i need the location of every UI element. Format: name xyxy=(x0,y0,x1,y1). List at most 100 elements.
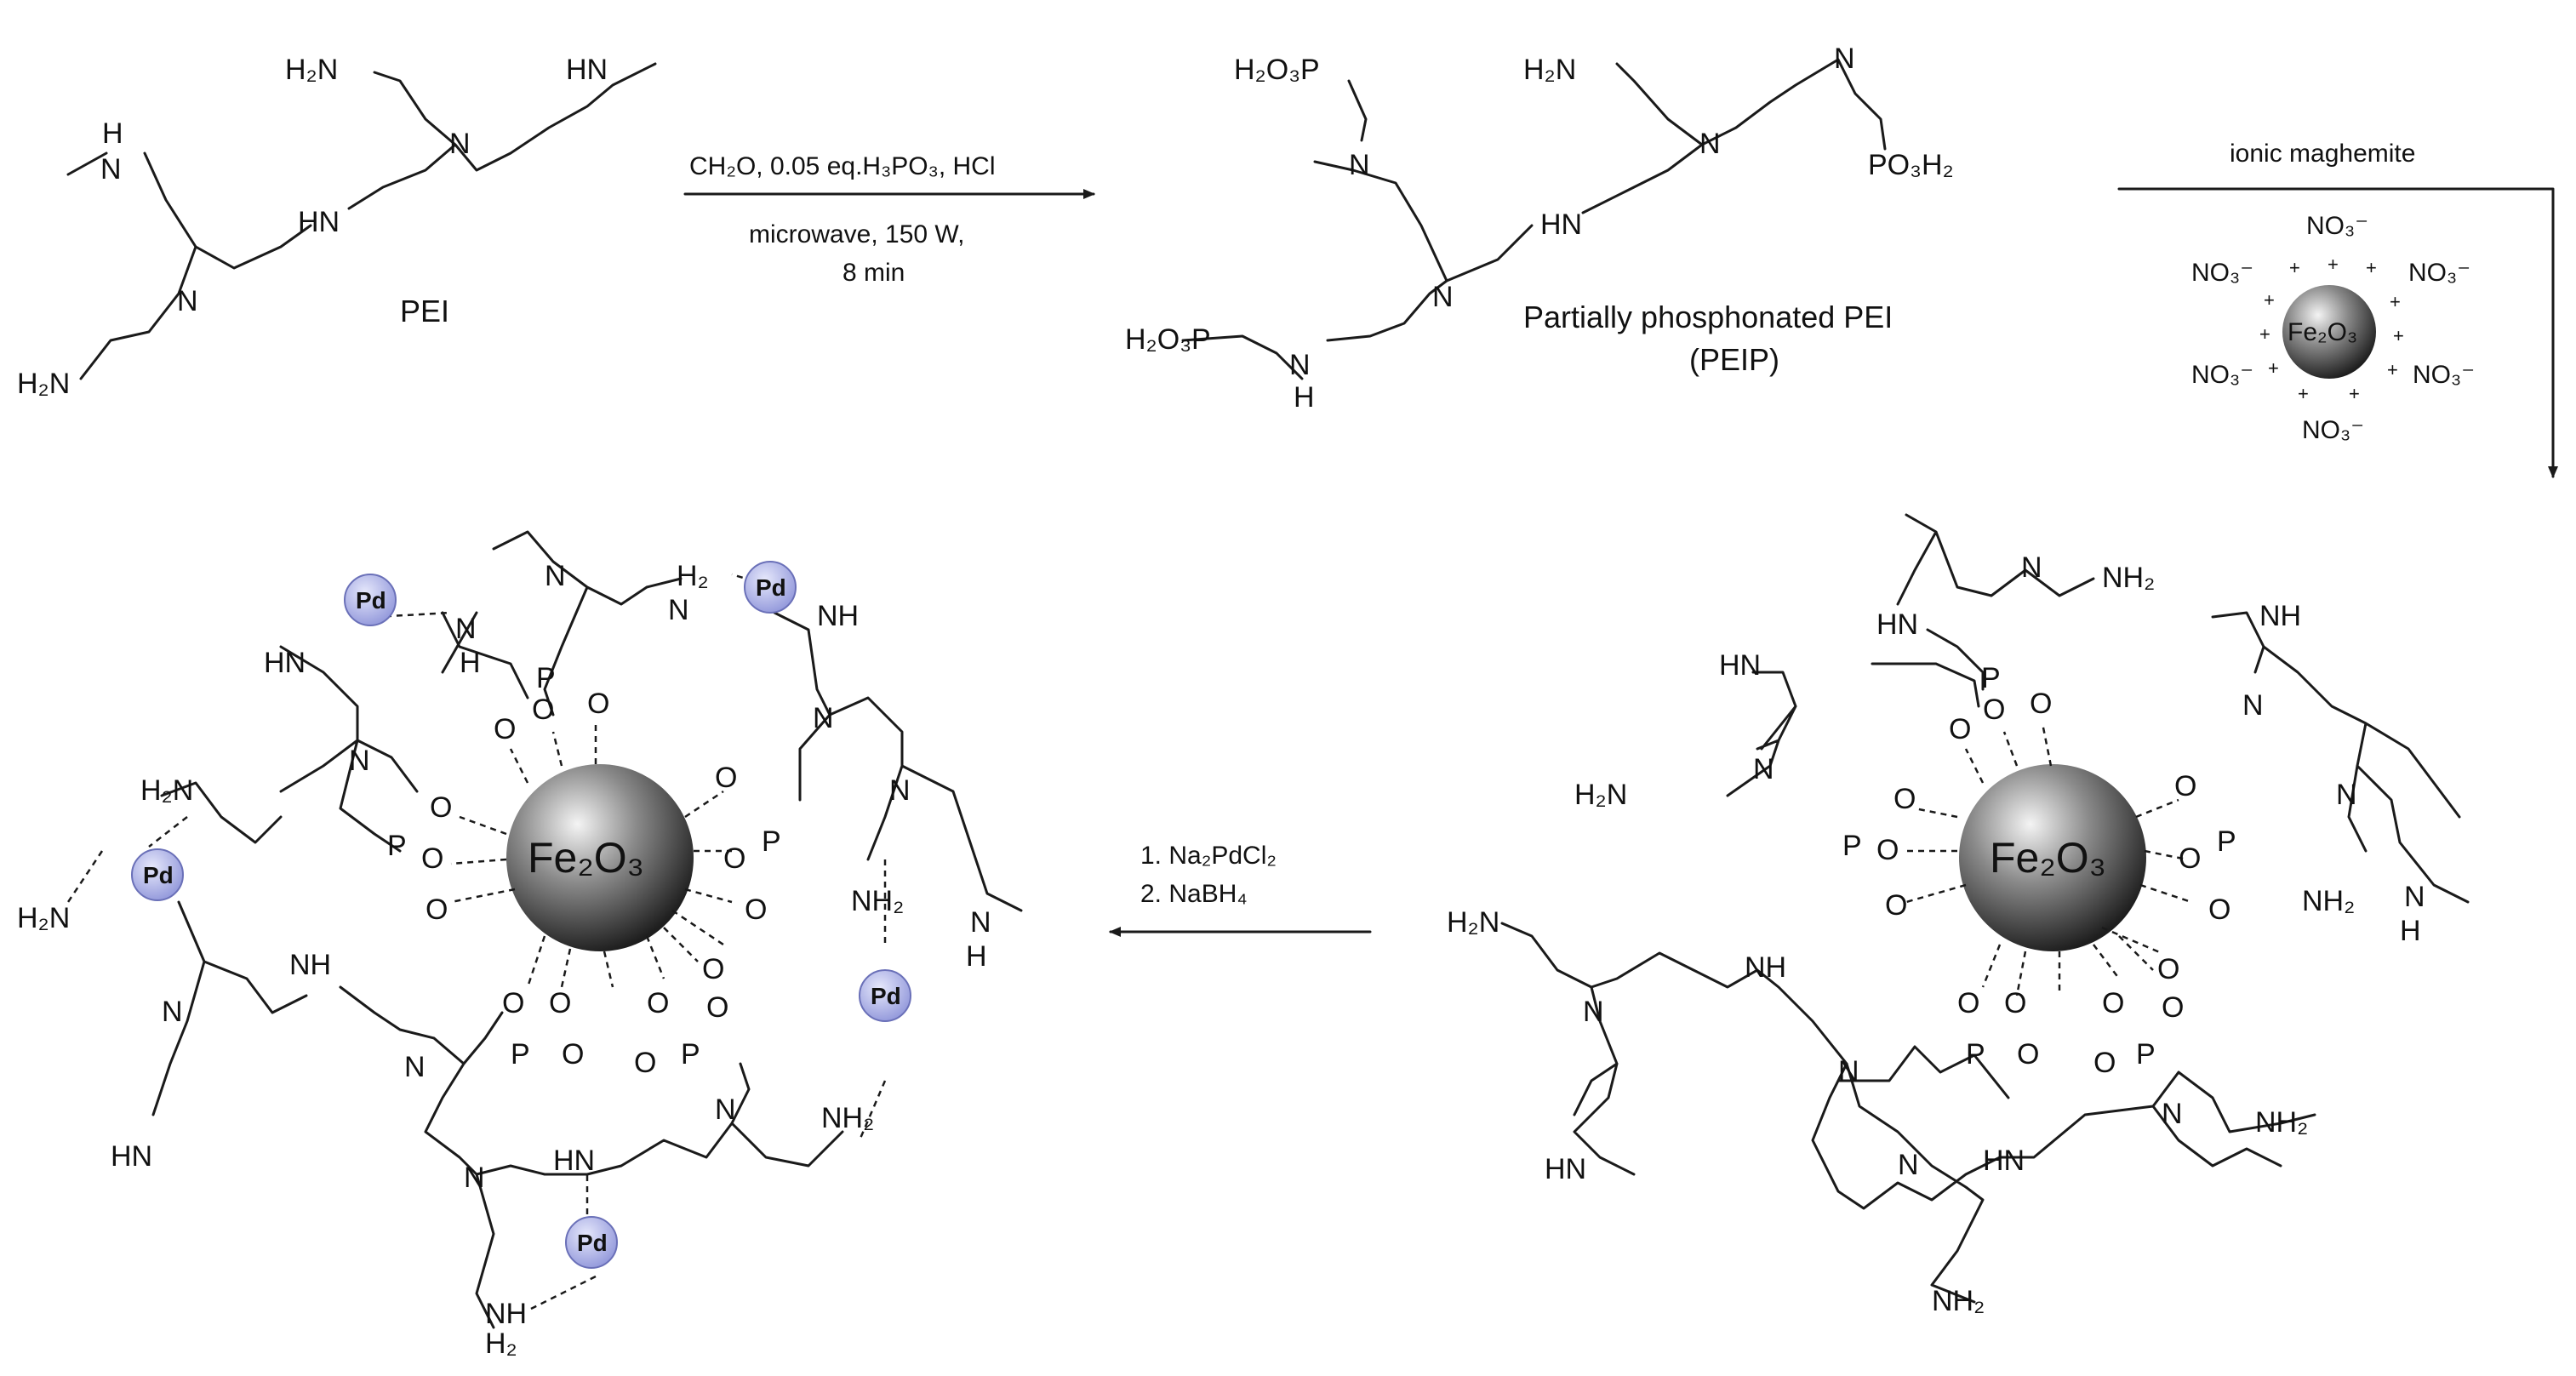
atom-n: N xyxy=(545,560,566,592)
atom-o: O xyxy=(634,1047,656,1079)
svg-text:+: + xyxy=(2328,254,2339,275)
atom-o: O xyxy=(426,894,448,926)
core-label: Fe₂O₃ xyxy=(528,834,644,882)
maghemite-label: Fe₂O₃ xyxy=(2288,318,2357,346)
step3-arrow-group: 1. Na₂PdCl₂ 2. NaBH₄ xyxy=(1109,842,1372,937)
atom-nh2: NH₂ xyxy=(821,1102,874,1134)
atom-hn: HN xyxy=(566,54,608,86)
atom-o: O xyxy=(562,1038,584,1071)
atom-o: O xyxy=(2093,1047,2116,1079)
pd-sphere xyxy=(344,574,397,626)
atom-o: O xyxy=(2004,987,2026,1019)
atom-n: N xyxy=(1349,149,1370,181)
atom-n: N xyxy=(1289,349,1311,381)
atom-nh: NH xyxy=(2259,600,2301,632)
pd-site: Pd xyxy=(859,969,911,1022)
svg-text:+: + xyxy=(2264,289,2275,311)
atom-nh2: NH₂ xyxy=(851,885,904,917)
atom-h2n: H₂N xyxy=(1447,906,1499,939)
atom-o: O xyxy=(647,987,669,1019)
nitrate-label: NO₃⁻ xyxy=(2413,361,2475,389)
atom-n: N xyxy=(177,285,198,317)
atom-h: H xyxy=(460,647,481,679)
pei-name: PEI xyxy=(400,294,449,328)
atom-o: O xyxy=(549,987,571,1019)
nitrate-label: NO₃⁻ xyxy=(2191,361,2253,389)
atom-o: O xyxy=(2162,991,2184,1024)
atom-n: N xyxy=(2021,551,2042,584)
atom-o: O xyxy=(2179,842,2201,875)
step3-reagent-2: 2. NaBH₄ xyxy=(1140,880,1248,908)
atom-o: O xyxy=(745,894,767,926)
atom-n: N xyxy=(1898,1149,1919,1181)
atom-n: N xyxy=(404,1051,426,1083)
atom-o: O xyxy=(2157,953,2179,985)
atom-n: N xyxy=(889,774,911,807)
svg-text:+: + xyxy=(2259,323,2270,345)
atom-nh: NH xyxy=(817,600,859,632)
atom-nh: NH xyxy=(1745,951,1786,984)
nitrate-label: NO₃⁻ xyxy=(2302,416,2364,444)
atom-nh: NH xyxy=(289,949,331,981)
svg-text:+: + xyxy=(2298,383,2309,404)
peip-abbrev: (PEIP) xyxy=(1689,342,1779,377)
atom-o: O xyxy=(494,713,516,745)
svg-text:+: + xyxy=(2393,325,2404,346)
atom-o: O xyxy=(2017,1038,2039,1071)
svg-text:+: + xyxy=(2387,359,2398,380)
atom-n: N xyxy=(455,613,477,645)
pd-label: Pd xyxy=(577,1230,608,1256)
pd-sphere xyxy=(744,561,797,614)
atom-hn: HN xyxy=(1719,649,1761,682)
atom-hn: HN xyxy=(1540,208,1582,241)
atom-o: O xyxy=(532,694,554,726)
atom-p: P xyxy=(1981,662,2001,694)
atom-n: N xyxy=(813,702,834,734)
atom-h2o3p: H₂O₃P xyxy=(1234,54,1320,86)
atom-h2n: H₂N xyxy=(1523,54,1576,86)
atom-n: N xyxy=(2162,1098,2183,1130)
atom-p: P xyxy=(681,1038,700,1071)
atom-p: P xyxy=(387,830,407,862)
pd-site: Pd xyxy=(131,848,184,901)
core-label: Fe₂O₃ xyxy=(1990,834,2106,882)
atom-h2n: H₂N xyxy=(1574,779,1627,811)
atom-p: P xyxy=(536,662,556,694)
atom-n: N xyxy=(1753,753,1774,785)
atom-o: O xyxy=(2174,770,2196,802)
atom-hn: HN xyxy=(264,647,306,679)
atom-nh: NH xyxy=(485,1298,527,1330)
atom-h2o3p: H₂O₃P xyxy=(1125,323,1211,356)
atom-n: N xyxy=(2404,881,2425,913)
atom-o: O xyxy=(2208,894,2230,926)
atom-h: H xyxy=(2400,915,2421,947)
atom-h: H xyxy=(102,117,123,150)
atom-hn: HN xyxy=(111,1140,152,1173)
atom-n: N xyxy=(1834,43,1855,75)
atom-p: P xyxy=(511,1038,530,1071)
pd-site: Pd xyxy=(344,574,397,626)
atom-o: O xyxy=(723,842,745,875)
atom-n: N xyxy=(449,128,471,160)
atom-o: O xyxy=(430,791,452,824)
atom-h2n: H₂N xyxy=(17,368,70,400)
svg-text:+: + xyxy=(2366,257,2377,278)
atom-o: O xyxy=(1876,834,1899,866)
pd-label: Pd xyxy=(143,862,174,888)
atom-n: N xyxy=(100,153,122,186)
peip-structure: H₂O₃P N HN N N H₂N N PO₃H₂ H₂O₃P N H Par… xyxy=(1125,43,1954,414)
atom-o: O xyxy=(1957,987,1979,1019)
atom-o: O xyxy=(1983,694,2005,726)
step2-reagent: ionic maghemite xyxy=(2230,140,2415,168)
pd-sphere xyxy=(131,848,184,901)
atom-h2n: H₂N xyxy=(17,902,70,934)
pd-catalyst: Fe₂O₃ O O O P O O O P O O P O O O P O O … xyxy=(17,530,1023,1360)
atom-n: N xyxy=(349,745,370,777)
atom-o: O xyxy=(715,762,737,794)
atom-n: N xyxy=(1583,996,1604,1028)
surface-charges: +++ ++ ++ ++ ++ xyxy=(2259,254,2404,404)
atom-n: N xyxy=(1432,281,1454,313)
atom-o: O xyxy=(2030,688,2052,720)
